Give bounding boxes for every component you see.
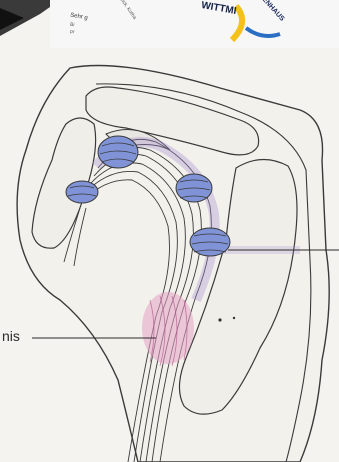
pamphlet-line-2: Bi bbox=[70, 22, 75, 29]
annular-pulley-a3 bbox=[176, 174, 212, 202]
annular-pulley-a5 bbox=[98, 136, 138, 168]
pamphlet-line-1: Sehr g bbox=[70, 13, 88, 22]
anatomy-dot-1 bbox=[218, 318, 221, 321]
pamphlet-text: Sehr g Bi pr Wick. Kotha WITTMI KENHAUS bbox=[70, 0, 270, 46]
pamphlet-line-4: Wick. Kotha bbox=[117, 0, 137, 21]
pamphlet-line-3: pr bbox=[70, 29, 75, 36]
left-callout-label: nis bbox=[2, 328, 20, 344]
annular-pulley-a4 bbox=[66, 181, 98, 203]
pamphlet-brand-top: WITTMI bbox=[200, 0, 237, 17]
annular-pulley-a2 bbox=[190, 228, 230, 256]
anatomy-dot-2 bbox=[233, 317, 235, 319]
tendon-nodule-inflammation bbox=[142, 292, 194, 364]
